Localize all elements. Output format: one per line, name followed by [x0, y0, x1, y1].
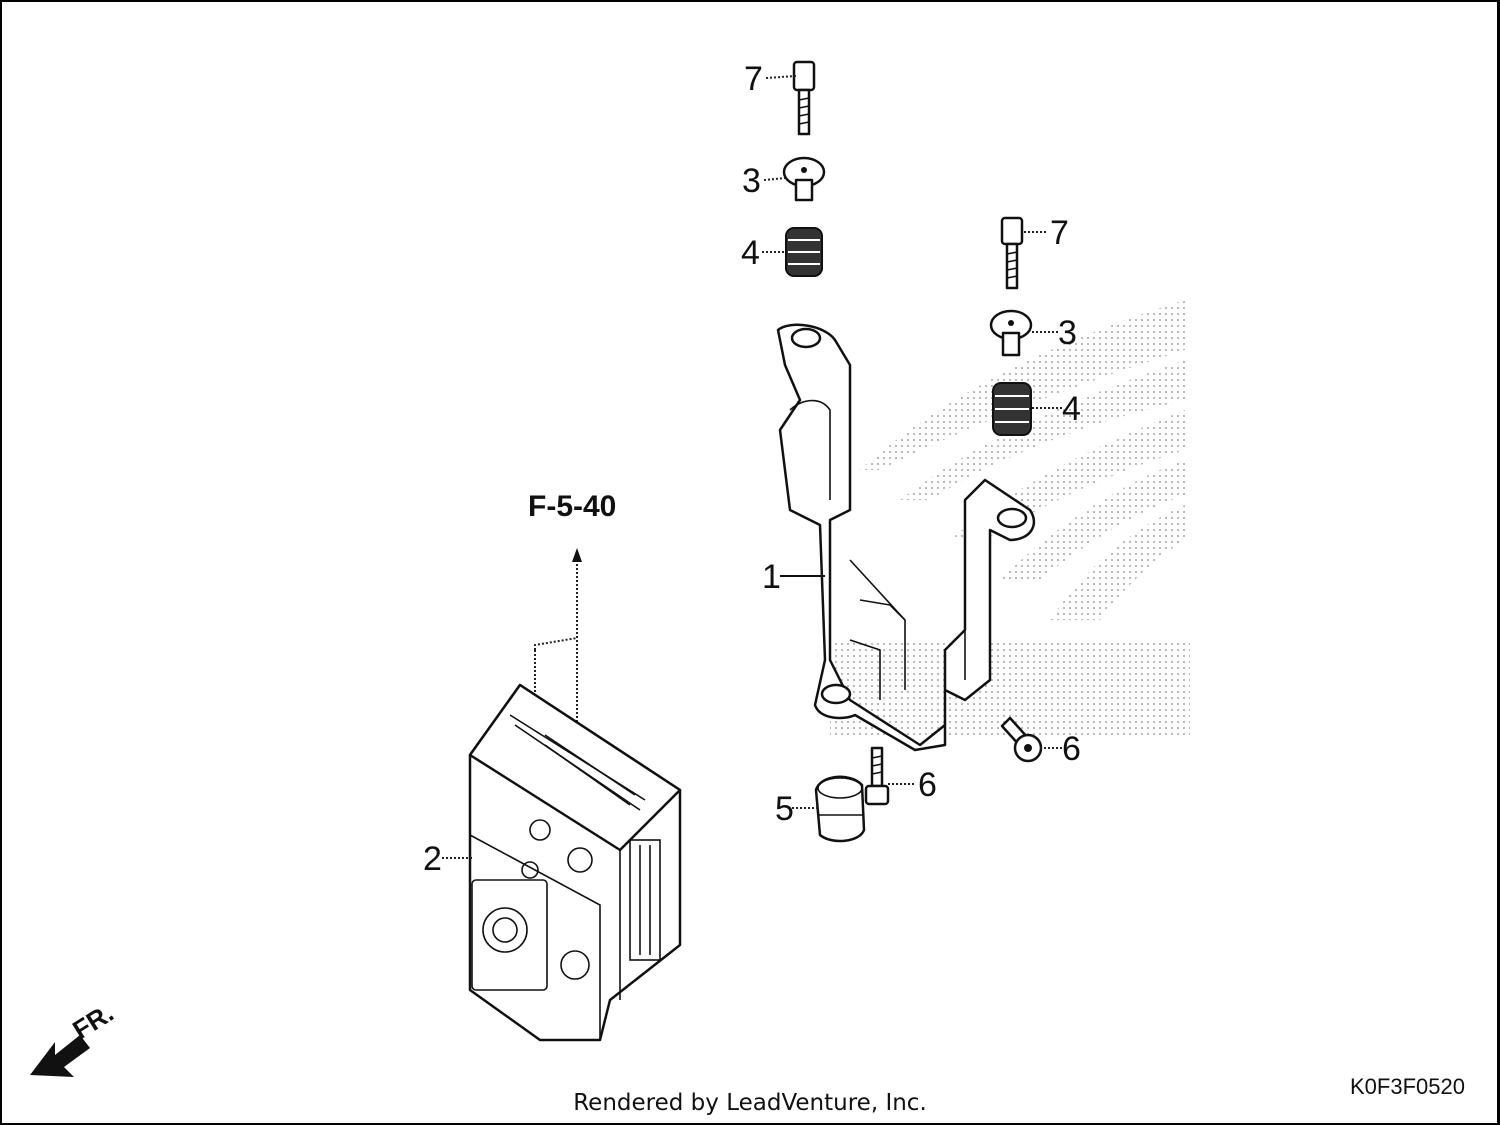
bolt-7-right: [1000, 216, 1024, 290]
screw-6-center: [864, 746, 890, 806]
front-label: FR.: [67, 997, 118, 1045]
front-arrow-icon: [30, 1035, 90, 1077]
bolt-7-upper: [792, 60, 816, 136]
cap-5: [814, 775, 866, 843]
grommet-4-right: [992, 382, 1032, 436]
callout-2: 2: [423, 840, 442, 878]
grommet-4-upper: [785, 227, 823, 277]
callout-3-right: 3: [1058, 314, 1077, 352]
callout-7-right: 7: [1050, 214, 1069, 252]
callout-4-upper: 4: [741, 234, 760, 272]
callout-numbers: 7 3 4 7 3 4 1 2 5 6 6: [423, 60, 1081, 878]
diagram-code: K0F3F0520: [1350, 1074, 1465, 1099]
collar-3-right: [989, 309, 1033, 357]
leader-lines: [442, 75, 1062, 859]
callout-4-right: 4: [1062, 390, 1081, 428]
callout-5: 5: [775, 790, 794, 828]
callout-1: 1: [762, 558, 781, 596]
render-credit: Rendered by LeadVenture, Inc.: [573, 1090, 927, 1116]
callout-6-center: 6: [918, 766, 937, 804]
bracket-part: [776, 323, 1036, 752]
collar-3-upper: [782, 156, 826, 202]
callout-3-upper: 3: [742, 162, 761, 200]
callout-6-right: 6: [1062, 730, 1081, 768]
reference-label: F-5-40: [528, 490, 616, 523]
callout-7-upper: 7: [744, 60, 763, 98]
front-direction-indicator: FR.: [30, 997, 119, 1077]
abs-modulator-part: [468, 683, 682, 1042]
